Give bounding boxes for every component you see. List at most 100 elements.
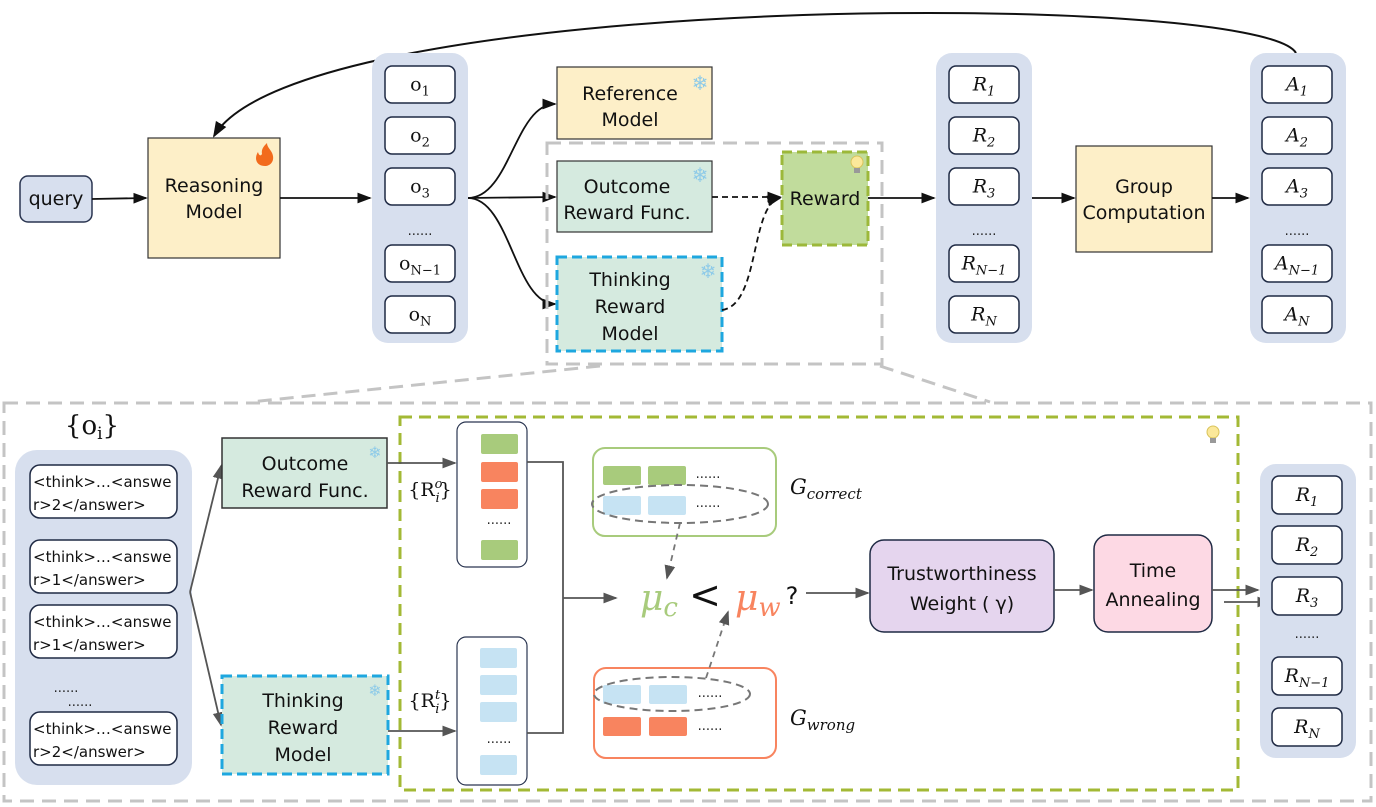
query-label: query: [29, 188, 84, 210]
outcome-reward-func-box: Outcome Reward Func. ❄: [221, 437, 388, 509]
score-thinking: [480, 675, 517, 695]
query-box: query: [19, 175, 93, 223]
reference-model-box: Reference Model ❄: [556, 66, 713, 140]
lightbulb-icon: [1206, 425, 1220, 443]
advantage-item: A1: [1261, 65, 1333, 104]
ellipsis: ......: [1285, 224, 1310, 239]
sampled-output-item: <think>…<answe r>1</answer>: [29, 604, 178, 659]
output-item: o2: [384, 116, 456, 155]
advantage-label: A1: [1284, 74, 1308, 100]
sampled-output-item: <think>…<answe r>2</answer>: [29, 464, 178, 519]
reward-item: RN−1: [948, 244, 1020, 283]
ellipsis: ......: [696, 467, 721, 482]
arrow: [467, 197, 557, 310]
final-reward-label: R3: [1295, 585, 1319, 611]
reward-group-dashed-frame: [545, 141, 884, 366]
mu-wrong: μw: [735, 578, 781, 623]
feedback-arc: [212, 11, 1297, 138]
final-reward-item: RN: [1271, 707, 1343, 747]
output-text: r>2</answer>: [33, 743, 146, 761]
reward-item: R2: [948, 116, 1020, 155]
dashed-arrow: [705, 610, 730, 679]
snowflake-icon: ❄: [368, 443, 381, 462]
score-correct: [481, 434, 518, 454]
lightbulb-icon: [850, 155, 864, 173]
reasoning-model-label: Model: [185, 201, 242, 223]
outcome-reward-scores: ......: [456, 421, 528, 568]
group-computation-box: Group Computation: [1075, 145, 1213, 253]
advantage-label: AN−1: [1273, 253, 1319, 279]
ellipsis: ......: [68, 695, 93, 710]
reward-box: Reward: [780, 150, 870, 247]
output-text: <think>…<answe: [33, 473, 171, 491]
advantage-item: AN−1: [1261, 244, 1333, 283]
reference-model-label: Reference: [582, 83, 678, 105]
score-thinking: [480, 755, 517, 775]
sampled-output-item: <think>…<answer>1</answer>: [29, 539, 178, 594]
reasoning-model-label: Reasoning: [165, 175, 264, 197]
outcome-reward-func-box: Outcome Reward Func. ❄: [556, 160, 713, 233]
thinking-reward-scores: ......: [456, 636, 528, 786]
advantage-item: A3: [1261, 167, 1333, 206]
output-text: <think>…<answe: [33, 548, 171, 566]
snowflake-icon: ❄: [692, 163, 709, 187]
output-label: o2: [410, 125, 430, 151]
arrow: [189, 591, 224, 727]
score-thinking: [480, 702, 517, 722]
output-item: oN: [384, 295, 456, 334]
output-text: <think>…<answe: [33, 720, 171, 738]
arrow: [467, 191, 557, 203]
output-text: r>1</answer>: [33, 636, 146, 654]
question-mark: ?: [786, 582, 799, 610]
zoom-line: [249, 364, 601, 404]
arrow: [467, 98, 557, 199]
reward-item: R1: [948, 65, 1020, 104]
final-reward-item: R1: [1271, 475, 1343, 515]
output-item: o1: [384, 65, 456, 104]
reward-label: Reward: [790, 188, 861, 210]
final-reward-item: R2: [1271, 525, 1343, 565]
outcome-reward-label: Reward Func.: [241, 480, 368, 502]
snowflake-icon: ❄: [700, 259, 717, 283]
outputs-set-title: {oi}: [65, 411, 119, 444]
fire-icon: [256, 143, 274, 166]
ellipsis: ......: [487, 513, 512, 528]
ellipsis: ......: [487, 732, 512, 747]
merge-bracket: [527, 461, 564, 734]
output-label: o1: [410, 74, 430, 100]
thinking-reward-label: Thinking: [261, 690, 343, 712]
ellipsis: ......: [696, 496, 721, 511]
advantage-label: AN: [1282, 304, 1310, 330]
reward-label: R3: [972, 176, 996, 202]
outcome-reward-label: Outcome: [262, 453, 349, 475]
output-text: r>2</answer>: [33, 496, 146, 514]
advantage-item: AN: [1261, 295, 1333, 334]
output-text: <think>…<answe: [33, 613, 171, 631]
reward-label: R2: [972, 125, 996, 151]
reference-model-label: Model: [601, 109, 658, 131]
final-reward-item: RN−1: [1271, 656, 1343, 696]
reward-item: R3: [948, 167, 1020, 206]
score-thinking: [480, 648, 517, 668]
zoom-line: [879, 364, 991, 404]
ellipsis: ......: [972, 224, 997, 239]
thinking-reward-model-box: Thinking Reward Model ❄: [555, 255, 724, 353]
thinking-reward-label: Reward: [268, 717, 339, 739]
snowflake-icon: ❄: [368, 681, 381, 700]
time-annealing-label: Time: [1129, 560, 1177, 582]
final-reward-item: R3: [1271, 576, 1343, 616]
score-wrong: [481, 489, 518, 509]
thinking-reward-label: Model: [274, 744, 331, 766]
output-label: o3: [410, 176, 430, 202]
advantage-label: A2: [1284, 125, 1308, 151]
outcome-reward-label: Outcome: [584, 176, 671, 198]
g-wrong-label: Gwrong: [790, 706, 855, 734]
g-wrong-group: ...... ......: [593, 667, 777, 759]
arrow: [91, 192, 148, 204]
